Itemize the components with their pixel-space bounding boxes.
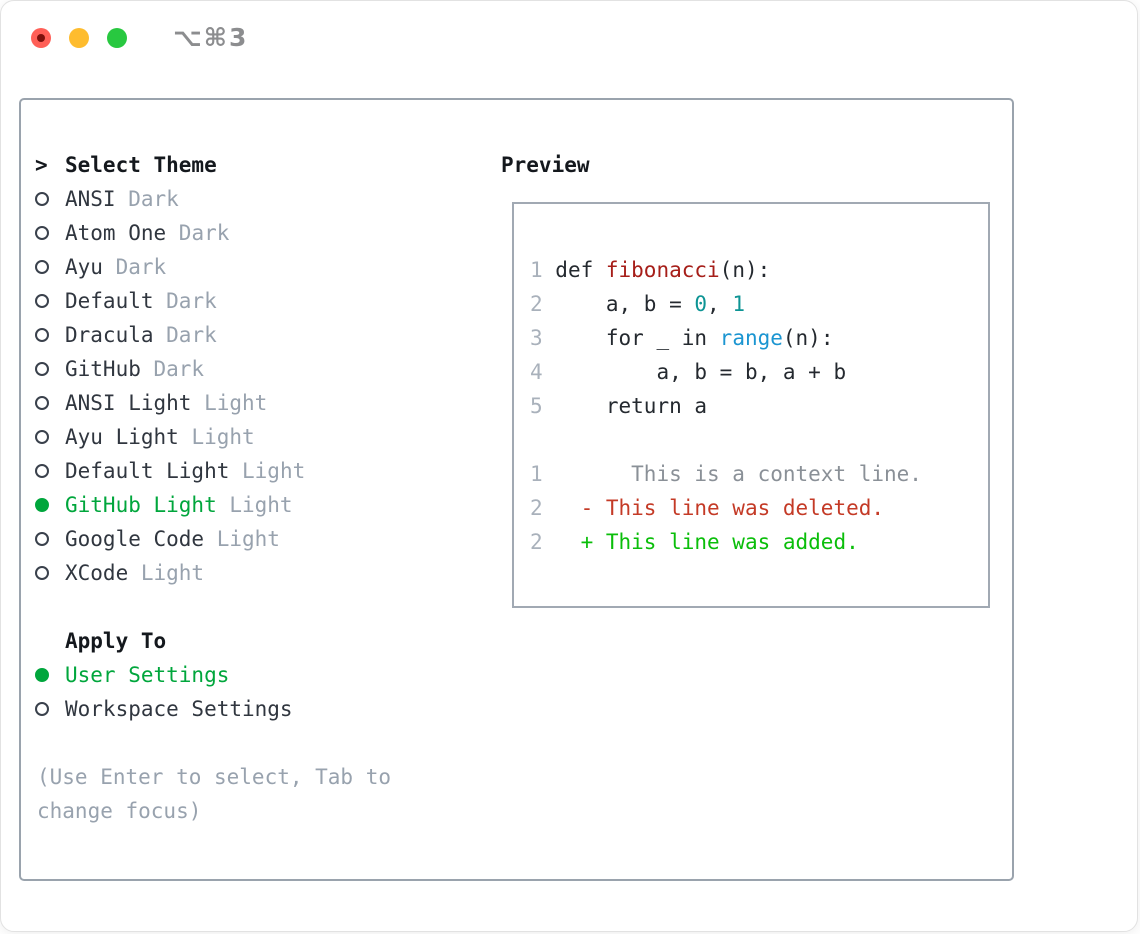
theme-option[interactable]: Default Light Light: [35, 454, 391, 488]
code-line: 2 - This line was deleted.: [530, 496, 885, 520]
preview-title: Preview: [501, 153, 590, 177]
theme-option[interactable]: Google Code Light: [35, 522, 391, 556]
theme-variant: Dark: [153, 289, 217, 313]
theme-variant: Dark: [115, 187, 179, 211]
theme-option[interactable]: GitHub Light Light: [35, 488, 391, 522]
radio-icon: [35, 226, 49, 240]
apply-to-header: Apply To: [35, 624, 391, 658]
theme-name: Ayu: [65, 255, 103, 279]
prompt-icon: >: [35, 153, 48, 177]
theme-option[interactable]: GitHub Dark: [35, 352, 391, 386]
theme-variant: Light: [178, 425, 255, 449]
radio-icon: [35, 396, 49, 410]
radio-icon: [35, 498, 49, 512]
code-line: [530, 423, 988, 457]
radio-icon: [35, 260, 49, 274]
theme-name: Default: [65, 289, 154, 313]
theme-variant: Dark: [166, 221, 230, 245]
theme-option[interactable]: Ayu Dark: [35, 250, 391, 284]
theme-name: Default Light: [65, 459, 230, 483]
select-theme-title: Select Theme: [65, 153, 217, 177]
theme-list: ANSI Dark Atom One Dark Ayu Dark Default…: [35, 182, 391, 590]
apply-to-title: Apply To: [65, 629, 167, 653]
theme-option[interactable]: Ayu Light Light: [35, 420, 391, 454]
close-button[interactable]: [31, 28, 51, 48]
code-line: 5 return a: [530, 394, 708, 418]
theme-name: Dracula: [65, 323, 154, 347]
theme-option[interactable]: Atom One Dark: [35, 216, 391, 250]
code-line: 1 def fibonacci(n):: [530, 258, 771, 282]
theme-name: ANSI Light: [65, 391, 192, 415]
theme-variant: Light: [216, 493, 293, 517]
theme-option[interactable]: ANSI Light Light: [35, 386, 391, 420]
theme-option[interactable]: Dracula Dark: [35, 318, 391, 352]
theme-option[interactable]: ANSI Dark: [35, 182, 391, 216]
radio-icon: [35, 328, 49, 342]
code-line: 3 for _ in range(n):: [530, 326, 834, 350]
code-line: 2 + This line was added.: [530, 530, 859, 554]
theme-variant: Light: [229, 459, 306, 483]
theme-variant: Dark: [153, 323, 217, 347]
window-title: ⌥⌘3: [173, 23, 249, 52]
radio-icon: [35, 362, 49, 376]
select-theme-header: > Select Theme: [35, 148, 391, 182]
radio-icon: [35, 430, 49, 444]
theme-name: Atom One: [65, 221, 167, 245]
preview-pane: 1 def fibonacci(n): 2 a, b = 0, 1 3 for _ …: [512, 202, 990, 608]
theme-variant: Light: [128, 561, 205, 585]
theme-dialog: > Select Theme ANSI Dark Atom One Dark A…: [19, 98, 1014, 881]
theme-variant: Light: [204, 527, 280, 551]
theme-name: Ayu Light: [65, 425, 179, 449]
theme-name: Google Code: [65, 527, 205, 551]
apply-to-option[interactable]: Workspace Settings: [35, 692, 391, 726]
theme-name: ANSI: [65, 187, 116, 211]
theme-variant: Dark: [140, 357, 205, 381]
code-line: 1 This is a context line.: [530, 462, 922, 486]
radio-icon: [35, 566, 49, 580]
radio-icon: [35, 294, 49, 308]
close-dot-icon: [37, 34, 45, 42]
code-line: 4 a, b = b, a + b: [530, 360, 847, 384]
theme-name: GitHub: [65, 357, 141, 381]
radio-icon: [35, 192, 49, 206]
apply-to-label: User Settings: [65, 663, 230, 687]
zoom-button[interactable]: [107, 28, 127, 48]
radio-icon: [35, 464, 49, 478]
theme-name: XCode: [65, 561, 129, 585]
radio-icon: [35, 702, 49, 716]
traffic-lights: [31, 28, 127, 48]
theme-select-pane: > Select Theme ANSI Dark Atom One Dark A…: [35, 148, 391, 828]
theme-option[interactable]: Default Dark: [35, 284, 391, 318]
theme-variant: Dark: [102, 255, 167, 279]
apply-to-label: Workspace Settings: [65, 697, 293, 721]
code-line: 2 a, b = 0, 1: [530, 292, 745, 316]
theme-option[interactable]: XCode Light: [35, 556, 391, 590]
code-preview: 1 def fibonacci(n): 2 a, b = 0, 1 3 for _ …: [514, 204, 988, 559]
apply-to-list: User Settings Workspace Settings: [35, 658, 391, 726]
apply-to-option[interactable]: User Settings: [35, 658, 391, 692]
theme-name: GitHub Light: [65, 493, 217, 517]
theme-variant: Light: [191, 391, 268, 415]
radio-icon: [35, 668, 49, 682]
minimize-button[interactable]: [69, 28, 89, 48]
radio-icon: [35, 532, 49, 546]
